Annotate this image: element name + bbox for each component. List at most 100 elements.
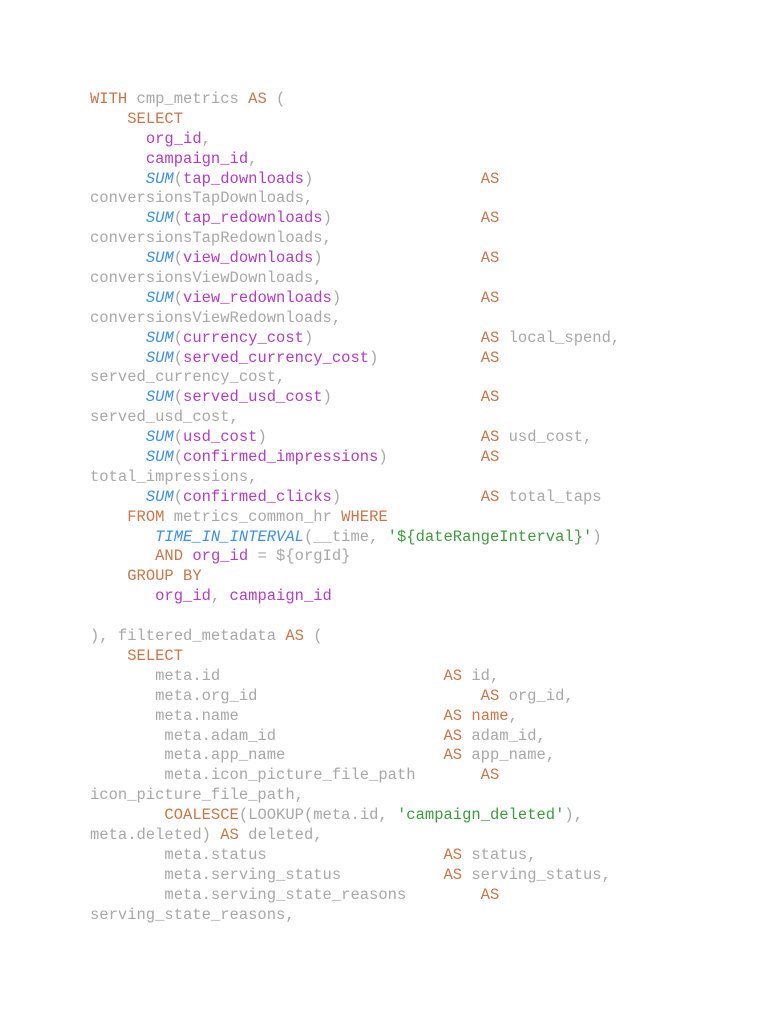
code-token: ( [173, 169, 184, 188]
code-token: SUM [145, 348, 174, 367]
code-line: SUM(served_currency_cost) AS [90, 349, 730, 369]
code-token: AS [480, 169, 500, 188]
code-token: SUM [145, 249, 174, 268]
code-line: SUM(view_redownloads) AS [90, 289, 730, 309]
code-token: ) [313, 249, 481, 268]
code-token: tap_downloads [183, 169, 304, 188]
code-token: AS [480, 448, 500, 467]
code-token: ( [173, 209, 184, 228]
code-token: SUM [145, 328, 174, 347]
code-line: served_currency_cost, [90, 368, 730, 388]
code-token: AS [248, 90, 267, 108]
code-token: campaign_id [229, 587, 332, 606]
code-token: app_name, [462, 746, 556, 765]
code-token: AS [443, 865, 463, 884]
code-line: meta.adam_id AS adam_id, [90, 727, 730, 747]
code-token: local_spend, [499, 328, 621, 347]
code-token: AS [480, 288, 500, 307]
code-token: AS [480, 328, 500, 347]
code-token: FROM [127, 507, 165, 526]
code-token: SUM [145, 487, 174, 506]
code-token [90, 150, 146, 168]
code-token: usd_cost, [499, 428, 593, 447]
code-token: ( [173, 249, 184, 268]
code-line: FROM metrics_common_hr WHERE [90, 508, 730, 528]
code-line: GROUP BY [90, 567, 730, 587]
code-token [90, 547, 155, 565]
code-token: currency_cost [183, 328, 304, 347]
code-token [90, 130, 146, 148]
code-token: '${dateRangeInterval}' [387, 527, 593, 546]
code-token: confirmed_impressions [183, 448, 379, 467]
code-token: , [248, 149, 258, 168]
code-token [462, 707, 471, 725]
code-token: AS [443, 845, 463, 864]
code-token: GROUP BY [127, 567, 202, 586]
code-token: AND [155, 547, 184, 566]
code-token: campaign_id [145, 149, 249, 168]
code-token: (LOOKUP(meta.id, [238, 806, 397, 825]
code-token: ), [564, 806, 584, 825]
code-token: TIME_IN_INTERVAL [155, 527, 304, 546]
code-token: serving_status, [462, 865, 611, 884]
code-token [90, 170, 146, 188]
code-token: usd_cost [183, 428, 258, 447]
code-token [90, 428, 146, 446]
code-token: meta.org_id [90, 686, 481, 705]
code-line: meta.icon_picture_file_path AS [90, 766, 730, 786]
code-token: id, [462, 666, 500, 685]
code-token: ) [303, 328, 481, 347]
code-token: metrics_common_hr [164, 507, 342, 526]
code-line: meta.name AS name, [90, 707, 730, 727]
code-line: SELECT [90, 647, 730, 667]
code-token: served_currency_cost, [90, 368, 286, 387]
code-token: ) [331, 487, 481, 506]
code-token: meta.status [90, 845, 444, 864]
code-line: TIME_IN_INTERVAL(__time, '${dateRangeInt… [90, 528, 730, 548]
code-token: meta.deleted) [90, 825, 221, 844]
code-line: icon_picture_file_path, [90, 786, 730, 806]
code-token: total_impressions, [90, 467, 258, 486]
code-token: SUM [145, 448, 174, 467]
code-token [90, 647, 127, 665]
code-token: WITH [90, 90, 128, 108]
code-token: ), filtered_metadata [90, 627, 286, 646]
code-token: icon_picture_file_path, [90, 786, 304, 805]
code-token: AS [220, 825, 239, 844]
code-line: served_usd_cost, [90, 408, 730, 428]
code-token [90, 806, 164, 824]
code-token: conversionsViewDownloads, [90, 269, 323, 288]
code-token: AS [480, 885, 500, 904]
code-token: org_id [155, 587, 211, 606]
code-line: WITH cmp_metrics AS ( [90, 90, 730, 110]
code-token [90, 567, 127, 585]
code-line: ), filtered_metadata AS ( [90, 627, 730, 647]
code-token: 'campaign_deleted' [396, 806, 565, 825]
code-token: ) [378, 448, 481, 467]
code-token: meta.name [90, 706, 444, 725]
code-token: confirmed_clicks [183, 487, 332, 506]
code-token: SUM [145, 388, 174, 407]
code-token: (__time, [303, 527, 388, 546]
code-token [90, 508, 127, 526]
code-token: meta.serving_state_reasons [90, 885, 481, 904]
code-token: org_id, [499, 686, 574, 705]
code-token: meta.id [90, 666, 444, 685]
code-token: AS [443, 666, 463, 685]
code-token: ( [173, 487, 184, 506]
code-token: meta.adam_id [90, 726, 444, 745]
code-token: SUM [145, 288, 174, 307]
code-line: meta.app_name AS app_name, [90, 746, 730, 766]
code-line: meta.id AS id, [90, 667, 730, 687]
code-token: AS [285, 627, 304, 646]
code-token: ) [322, 388, 481, 407]
code-token: meta.app_name [90, 746, 444, 765]
code-line: org_id, [90, 130, 730, 150]
code-line [90, 607, 730, 627]
code-token: ( [173, 428, 184, 447]
code-token [90, 209, 146, 227]
sql-code-block: WITH cmp_metrics AS ( SELECT org_id, cam… [90, 90, 730, 925]
code-token: AS [443, 726, 463, 745]
code-line: meta.serving_state_reasons AS [90, 886, 730, 906]
code-token: ( [173, 388, 184, 407]
